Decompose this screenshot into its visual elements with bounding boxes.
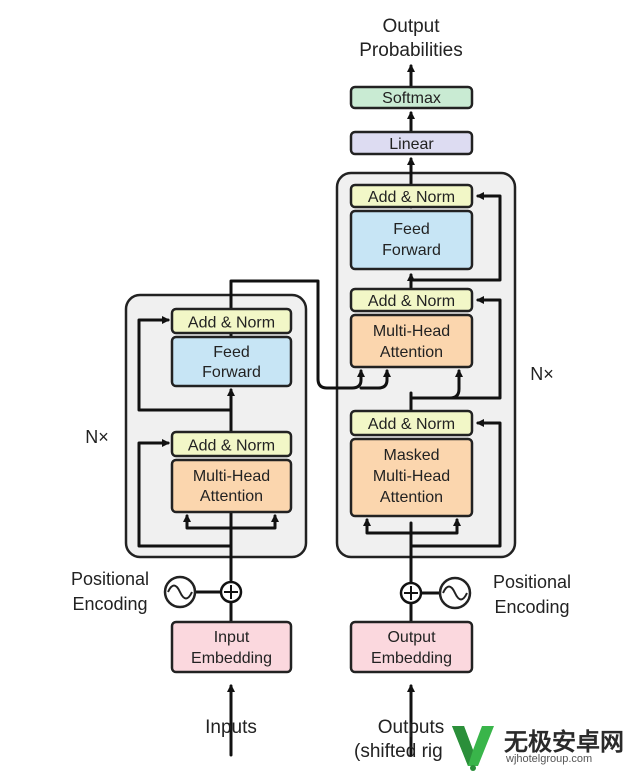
decoder-multi-head-attention: Multi-Head Attention	[349, 313, 474, 369]
input-embedding-label-2: Embedding	[191, 650, 272, 667]
decoder-masked-label-2: Multi-Head	[373, 468, 450, 485]
decoder-feed-forward-label-2: Forward	[382, 242, 441, 259]
linear-layer: Linear	[349, 130, 474, 156]
encoder-connectors	[137, 279, 391, 757]
decoder-add-norm-mid-label: Add & Norm	[368, 293, 455, 310]
decoder-add-norm-top-label: Add & Norm	[368, 189, 455, 206]
softmax-label: Softmax	[382, 90, 441, 107]
encoder-feed-forward-label-2: Forward	[202, 364, 261, 381]
decoder-connectors	[363, 64, 502, 757]
encoder-feed-forward: Feed Forward	[170, 335, 293, 388]
encoder-attention-label-1: Multi-Head	[193, 468, 270, 485]
linear-label: Linear	[389, 136, 434, 153]
watermark: 无极安卓网 wjhotelgroup.com	[444, 720, 634, 772]
decoder-positional-label-1: Positional	[493, 572, 571, 592]
encoder-add-norm-top: Add & Norm	[170, 307, 293, 335]
watermark-title: 无极安卓网	[504, 728, 624, 756]
output-probabilities-label-1: Output	[382, 16, 440, 37]
encoder-positional-label-1: Positional	[71, 569, 149, 589]
watermark-url: wjhotelgroup.com	[506, 753, 593, 765]
output-embedding-label-2: Embedding	[371, 650, 452, 667]
decoder-masked-label-1: Masked	[383, 447, 439, 464]
encoder-stack	[124, 293, 308, 559]
decoder-add-norm-top: Add & Norm	[349, 183, 474, 209]
decoder-masked-multi-head-attention: Masked Multi-Head Attention	[349, 437, 474, 518]
decoder-positional-encoding	[399, 576, 472, 610]
input-embedding-label-1: Input	[214, 629, 250, 646]
encoder-feed-forward-label-1: Feed	[213, 344, 249, 361]
decoder-add-norm-bottom: Add & Norm	[349, 409, 474, 437]
decoder-nx-label: N×	[530, 364, 554, 384]
softmax-layer: Softmax	[349, 85, 474, 110]
inputs-label: Inputs	[205, 717, 257, 738]
encoder-add-norm-top-label: Add & Norm	[188, 315, 275, 332]
decoder-attention-label-2: Attention	[380, 344, 443, 361]
encoder-attention-label-2: Attention	[200, 488, 263, 505]
outputs-label-1: Outputs	[378, 717, 445, 738]
decoder-positional-label-2: Encoding	[494, 597, 569, 617]
decoder-add-norm-bottom-label: Add & Norm	[368, 416, 455, 433]
watermark-logo-icon	[452, 726, 494, 771]
decoder-attention-label-1: Multi-Head	[373, 323, 450, 340]
encoder-add-norm-bottom-label: Add & Norm	[188, 438, 275, 455]
output-probabilities-label-2: Probabilities	[359, 40, 463, 61]
encoder-positional-label-2: Encoding	[72, 594, 147, 614]
input-embedding: Input Embedding	[170, 620, 293, 674]
decoder-masked-label-3: Attention	[380, 489, 443, 506]
encoder-nx-label: N×	[85, 427, 109, 447]
decoder-feed-forward-label-1: Feed	[393, 221, 429, 238]
encoder-positional-encoding	[163, 575, 243, 609]
decoder-add-norm-mid: Add & Norm	[349, 287, 474, 313]
labels: Output Probabilities N× N× Positional En…	[71, 16, 571, 762]
decoder-feed-forward: Feed Forward	[349, 209, 474, 271]
encoder-multi-head-attention: Multi-Head Attention	[170, 458, 293, 514]
output-embedding-label-1: Output	[387, 629, 436, 646]
output-embedding: Output Embedding	[349, 620, 474, 674]
outputs-label-2: (shifted rig	[354, 741, 443, 762]
encoder-add-norm-bottom: Add & Norm	[170, 430, 293, 458]
